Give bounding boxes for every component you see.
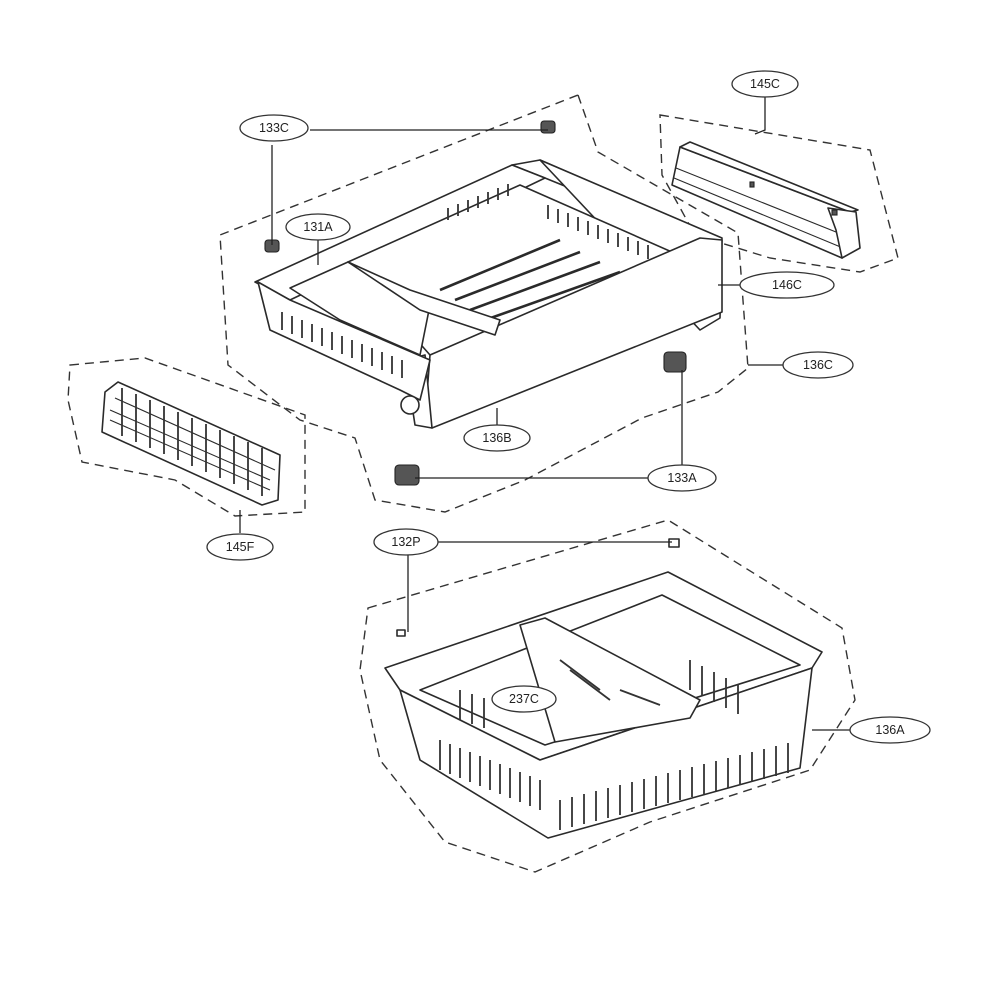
callout-131a-label: 131A [303,220,333,234]
grille-145f [101,381,281,506]
callout-145c: 145C [731,70,799,98]
callout-237c: 237C [491,685,557,713]
callout-136a: 136A [849,716,931,744]
lower-bin-group-outline [359,519,856,873]
callout-136c-label: 136C [803,358,833,372]
callout-136b: 136B [463,424,531,452]
callout-131a: 131A [285,213,351,241]
callout-132p-label: 132P [391,535,420,549]
callout-237c-label: 237C [509,692,539,706]
callout-132p: 132P [373,528,439,556]
callout-133a-label: 133A [667,471,697,485]
clip-133a-right [663,351,687,373]
callout-133c-label: 133C [259,121,289,135]
callout-136b-label: 136B [482,431,511,445]
lower-bin-136a [384,571,823,839]
callout-145c-label: 145C [750,77,780,91]
pin-132p [396,538,680,637]
callout-133a: 133A [647,464,717,492]
callout-146c-label: 146C [772,278,802,292]
clip-133a-left [394,464,420,486]
tray-131a [289,261,431,356]
divider-237c [519,617,701,743]
leader-lines [239,96,850,731]
upper-drawer-136b [254,159,723,429]
callout-133c: 133C [239,114,309,142]
clip-133c-top [540,120,556,134]
callout-146c: 146C [739,271,835,299]
upper-drawer-group-outline [219,94,749,513]
callout-136c: 136C [782,351,854,379]
rail-145c-group-outline [659,114,899,273]
upper-drawer-vents [281,184,649,378]
callout-145f-label: 145F [226,540,255,554]
callout-145f: 145F [206,533,274,561]
grille-145f-group-outline [67,357,306,517]
rail-145c [671,141,861,259]
callout-136a-label: 136A [875,723,905,737]
